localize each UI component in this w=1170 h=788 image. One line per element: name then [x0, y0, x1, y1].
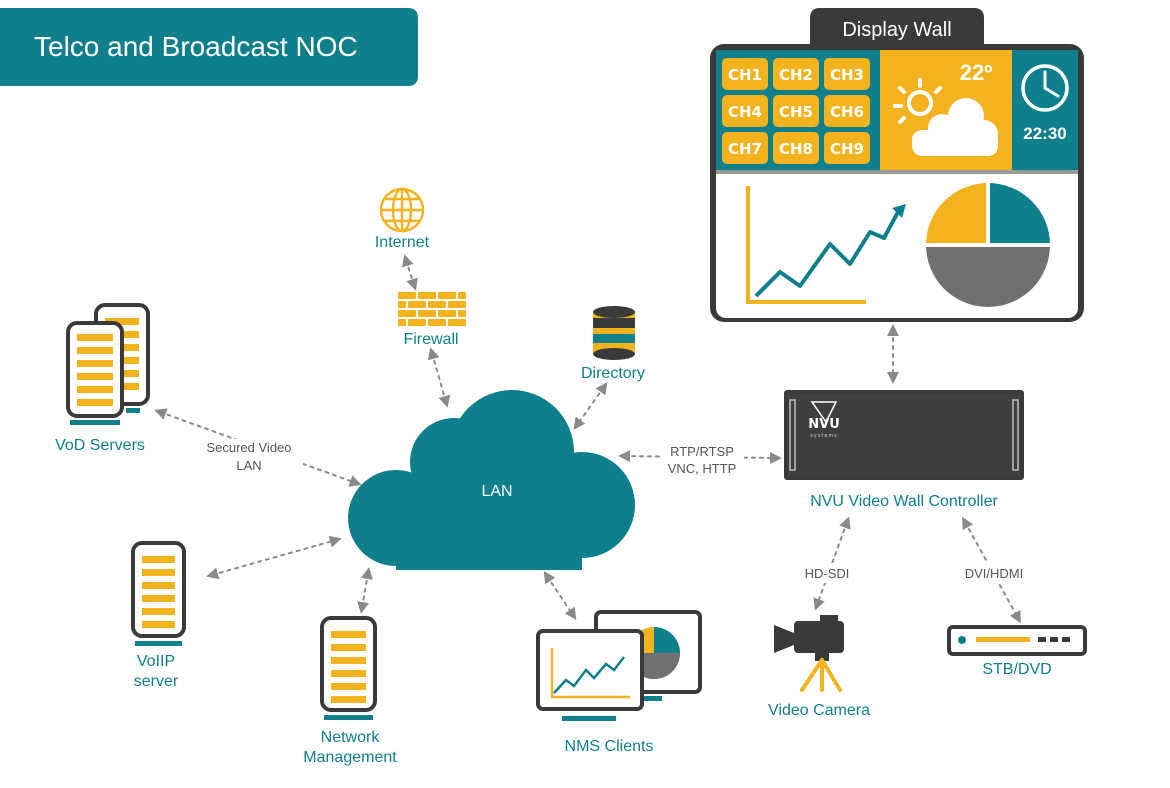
lan-label: LAN	[481, 483, 512, 500]
rtp-rtsp-label: RTP/RTSP	[670, 444, 734, 459]
link-network-lan	[357, 567, 373, 614]
channel-grid: CH1 CH2 CH3 CH4 CH5 CH6 CH7 CH8 CH9	[722, 58, 870, 164]
network-label-line2: Management	[303, 749, 397, 766]
time-value: 22:30	[1023, 124, 1066, 143]
link-lan-controller	[618, 450, 782, 464]
link-internet-firewall	[402, 254, 418, 291]
video-camera-icon	[774, 615, 844, 692]
link-labels: Secured Video LAN RTP/RTSP VNC, HTTP HD-…	[195, 439, 1030, 583]
channel-tile: CH2	[779, 66, 813, 84]
nms-clients-icon	[536, 610, 702, 721]
clock-icon	[1021, 64, 1069, 112]
secured-video-label: Secured Video	[206, 440, 291, 455]
link-voip-lan	[206, 535, 342, 580]
stb-dvd-label: STB/DVD	[982, 661, 1051, 678]
channel-tile: CH4	[728, 103, 762, 121]
hd-sdi-label: HD-SDI	[805, 566, 850, 581]
link-nms-lan	[543, 571, 577, 620]
channel-tile: CH3	[830, 66, 864, 84]
page-title: Telco and Broadcast NOC	[34, 31, 358, 62]
wall-pie-chart	[926, 183, 1050, 307]
secured-lan-label: LAN	[236, 458, 261, 473]
dvi-hdmi-label: DVI/HDMI	[965, 566, 1024, 581]
channel-tile: CH1	[728, 66, 762, 84]
lan-cloud: LAN	[348, 390, 635, 570]
video-camera-label: Video Camera	[768, 702, 870, 719]
voip-label-line1: VoIIP	[137, 653, 175, 670]
temperature-value: 22º	[960, 60, 993, 85]
link-directory-lan	[573, 382, 608, 430]
link-controller-stb	[962, 516, 1021, 624]
link-controller-camera	[813, 516, 851, 611]
channel-tile: CH7	[728, 140, 762, 158]
svg-text:systems: systems	[810, 433, 838, 439]
vod-servers-label: VoD Servers	[55, 437, 145, 454]
network-management-icon	[320, 616, 377, 720]
channel-tile: CH9	[830, 140, 864, 158]
channel-tile: CH8	[779, 140, 813, 158]
nvu-logo-icon: NVU systems	[808, 401, 840, 439]
vnc-http-label: VNC, HTTP	[668, 461, 737, 476]
globe-icon	[379, 187, 425, 233]
link-firewall-lan	[427, 347, 451, 408]
database-icon	[593, 306, 635, 360]
video-wall-controller: NVU systems	[784, 390, 1024, 480]
firewall-label: Firewall	[403, 331, 458, 348]
network-label-line1: Network	[321, 729, 381, 746]
svg-text:NVU: NVU	[808, 417, 840, 432]
weather-icon	[893, 78, 998, 156]
channel-tile: CH5	[779, 103, 813, 121]
internet-label: Internet	[375, 234, 430, 251]
nms-clients-label: NMS Clients	[565, 738, 654, 755]
voip-server-icon	[131, 541, 186, 646]
display-wall: Display Wall 22º	[710, 8, 1084, 322]
firewall-icon	[398, 292, 466, 326]
vod-servers-icon	[66, 303, 150, 425]
wall-line-chart	[746, 186, 906, 304]
directory-label: Directory	[581, 365, 645, 382]
controller-label: NVU Video Wall Controller	[810, 493, 998, 510]
channel-tile: CH6	[830, 103, 864, 121]
title-banner: Telco and Broadcast NOC	[0, 8, 418, 86]
voip-label-line2: server	[134, 673, 179, 690]
display-wall-label: Display Wall	[842, 19, 951, 41]
stb-dvd-icon	[947, 625, 1087, 656]
